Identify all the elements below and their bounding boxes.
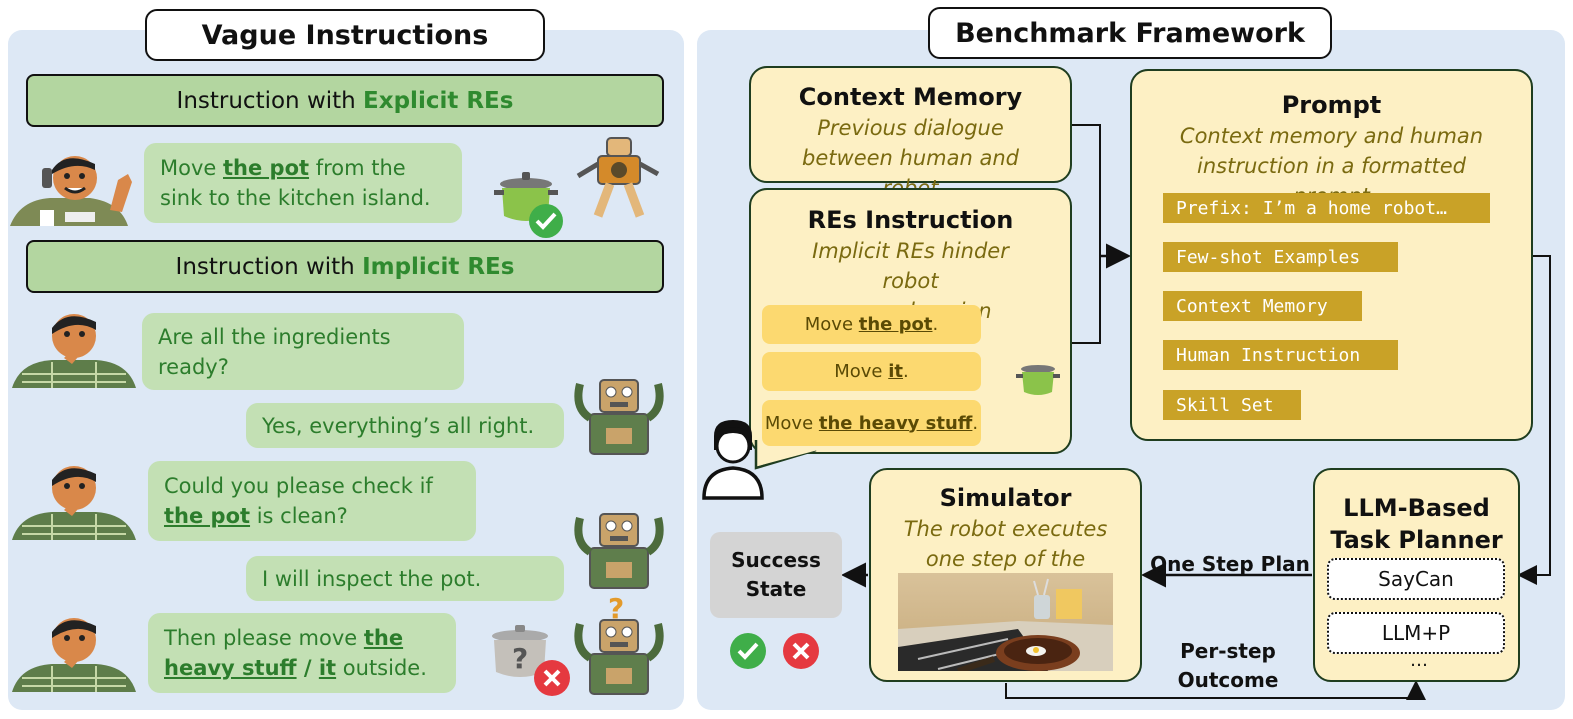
success-state-box: Success State	[710, 532, 842, 618]
explicit-message-bubble: Move the pot from the sink to the kitche…	[144, 143, 462, 223]
user-icon	[700, 416, 766, 500]
dialog-bubble-q3: Then please move the heavy stuff / it ou…	[148, 613, 456, 693]
dialog-bubble-q2: Could you please check if the pot is cle…	[148, 461, 476, 541]
human-avatar-thinking	[12, 306, 136, 388]
robot-walking-icon	[572, 136, 662, 222]
method-more: …	[1410, 650, 1428, 671]
method-llm-p: LLM+P	[1327, 612, 1505, 654]
re-pill-3: Move the heavy stuff.	[762, 400, 981, 446]
method-saycan: SayCan	[1327, 558, 1505, 600]
prompt-item-human-instruction: Human Instruction	[1163, 340, 1398, 370]
re-pill-2: Move it.	[762, 352, 981, 391]
explicit-bar: Instruction with Explicit REs	[26, 74, 664, 127]
robot-avatar-3	[572, 618, 666, 696]
cross-icon	[533, 659, 571, 697]
task-planner-title-2: Task Planner	[1330, 526, 1503, 554]
simulator-kitchen-image	[898, 573, 1113, 674]
one-step-plan-label: One Step Plan	[1150, 552, 1310, 576]
robot-avatar-2	[572, 512, 666, 590]
dialog-bubble-r1: Yes, everything’s all right.	[246, 403, 564, 448]
re-pill-1: Move the pot.	[762, 305, 981, 344]
prompt-item-context-memory: Context Memory	[1163, 291, 1362, 321]
context-memory-box: Context Memory Previous dialogue between…	[749, 66, 1072, 200]
prompt-item-skill-set: Skill Set	[1163, 390, 1301, 420]
prompt-title: Prompt	[1281, 91, 1382, 119]
robot-avatar-1	[572, 378, 666, 456]
task-planner-title-1: LLM-Based	[1343, 494, 1490, 522]
success-state-line2: State	[745, 577, 807, 601]
human-avatar-thinking-2	[12, 458, 136, 540]
grey-pot-unknown-icon: ?	[484, 622, 560, 692]
success-state-line1: Success	[731, 548, 821, 572]
svg-text:?: ?	[608, 592, 624, 622]
failure-cross-icon	[782, 632, 820, 670]
speech-tail	[744, 440, 834, 480]
small-green-pot-icon	[1014, 360, 1064, 400]
check-icon	[528, 203, 564, 239]
dialog-bubble-q1: Are all the ingredients ready?	[142, 313, 464, 390]
question-mark-icon: ?	[606, 592, 630, 625]
simulator-title: Simulator	[939, 484, 1072, 512]
right-title: Benchmark Framework	[928, 7, 1332, 59]
svg-text:?: ?	[512, 642, 528, 675]
dialog-bubble-r2: I will inspect the pot.	[246, 556, 564, 601]
left-title: Vague Instructions	[145, 9, 545, 61]
implicit-bar: Instruction with Implicit REs	[26, 240, 664, 293]
human-avatar-phone	[10, 150, 140, 226]
context-memory-title: Context Memory	[798, 83, 1023, 111]
prompt-item-few-shot: Few-shot Examples	[1163, 242, 1398, 272]
human-avatar-thinking-3	[12, 610, 136, 692]
per-step-outcome-label: Per-step Outcome	[1177, 639, 1279, 692]
success-check-icon	[729, 632, 767, 670]
res-instruction-title: REs Instruction	[807, 206, 1014, 234]
prompt-item-prefix: Prefix: I’m a home robot…	[1163, 193, 1490, 223]
context-memory-sub: Previous dialogue between human and robo…	[802, 116, 1019, 200]
